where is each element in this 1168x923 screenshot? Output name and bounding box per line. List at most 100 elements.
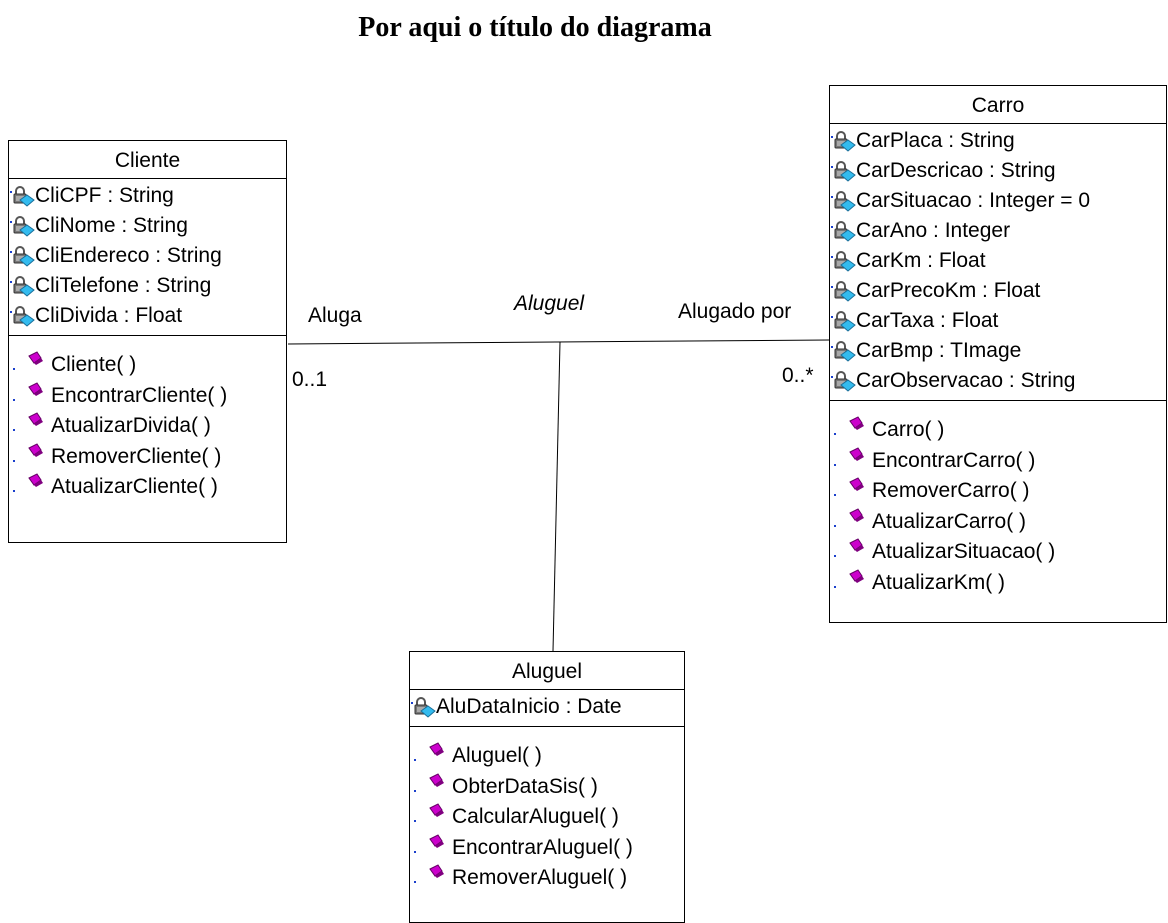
attribute-text: AluDataInicio : Date bbox=[436, 695, 622, 718]
attribute-row: CarTaxa : Float bbox=[830, 306, 1166, 336]
operations-compartment: Carro( )EncontrarCarro( )RemoverCarro( )… bbox=[830, 400, 1166, 602]
operation-row: AtualizarCliente( ) bbox=[9, 472, 286, 503]
visibility-dot bbox=[834, 555, 836, 558]
operation-diamond-icon bbox=[849, 416, 864, 431]
operation-row: Carro( ) bbox=[830, 415, 1166, 446]
attribute-text: CarAno : Integer bbox=[856, 219, 1011, 242]
attribute-text: CliEndereco : String bbox=[35, 244, 222, 267]
operation-diamond-icon bbox=[28, 473, 43, 488]
visibility-dot bbox=[834, 433, 836, 436]
operation-text: EncontrarAluguel( ) bbox=[452, 835, 633, 859]
operation-text: RemoverAluguel( ) bbox=[452, 866, 628, 889]
class-name: Carro bbox=[830, 86, 1166, 124]
operation-diamond-icon bbox=[28, 443, 43, 457]
attribute-text: CliDivida : Float bbox=[35, 304, 183, 327]
private-attribute-lock-icon bbox=[831, 191, 856, 212]
operation-text: Cliente( ) bbox=[51, 353, 137, 376]
visibility-dot bbox=[13, 490, 15, 493]
operation-row: RemoverCarro( ) bbox=[830, 476, 1166, 507]
operation-text: Aluguel( ) bbox=[452, 744, 542, 767]
operation-diamond-icon bbox=[849, 508, 864, 522]
attribute-row: CarPrecoKm : Float bbox=[830, 276, 1166, 306]
association-name-label: Aluguel bbox=[514, 292, 585, 315]
visibility-dot bbox=[414, 850, 416, 853]
attribute-row: CarObservacao : String bbox=[830, 366, 1166, 396]
class-aluguel[interactable]: Aluguel AluDataInicio : Date Aluguel( )O… bbox=[409, 651, 685, 923]
operation-diamond-icon bbox=[429, 803, 444, 818]
operation-text: RemoverCliente( ) bbox=[51, 444, 222, 468]
private-attribute-lock-icon bbox=[10, 306, 35, 327]
private-attribute-lock-icon bbox=[10, 216, 35, 237]
right-multiplicity-label: 0..* bbox=[782, 364, 814, 387]
attribute-text: CarKm : Float bbox=[856, 249, 986, 272]
private-attribute-lock-icon bbox=[831, 161, 856, 182]
operations-compartment: Cliente( )EncontrarCliente( )AtualizarDi… bbox=[9, 335, 286, 507]
operation-text: CalcularAluguel( ) bbox=[452, 805, 619, 828]
attribute-row: AluDataInicio : Date bbox=[410, 692, 684, 722]
operation-row: EncontrarAluguel( ) bbox=[410, 833, 684, 864]
right-role-label: Alugado por bbox=[678, 300, 792, 323]
private-attribute-lock-icon bbox=[10, 186, 35, 207]
attribute-row: CarDescricao : String bbox=[830, 156, 1166, 186]
visibility-dot bbox=[834, 524, 836, 527]
operation-diamond-icon bbox=[429, 864, 444, 879]
operation-text: AtualizarKm( ) bbox=[872, 570, 1006, 594]
left-role-label: Aluga bbox=[308, 304, 362, 327]
attributes-compartment: AluDataInicio : Date bbox=[410, 690, 684, 726]
attribute-row: CliCPF : String bbox=[9, 181, 286, 211]
class-name: Cliente bbox=[9, 141, 286, 179]
attribute-row: CliTelefone : String bbox=[9, 271, 286, 301]
operation-row: EncontrarCarro( ) bbox=[830, 446, 1166, 477]
left-multiplicity-label: 0..1 bbox=[292, 368, 328, 391]
operation-diamond-icon bbox=[429, 834, 444, 848]
operation-row: RemoverCliente( ) bbox=[9, 442, 286, 473]
private-attribute-lock-icon bbox=[831, 371, 856, 392]
attribute-row: CarKm : Float bbox=[830, 246, 1166, 276]
attribute-text: CarObservacao : String bbox=[856, 369, 1076, 392]
operation-text: AtualizarSituacao( ) bbox=[872, 540, 1056, 563]
attribute-text: CarPrecoKm : Float bbox=[856, 279, 1041, 302]
attribute-text: CarDescricao : String bbox=[856, 159, 1056, 182]
association-line bbox=[287, 339, 830, 345]
visibility-dot bbox=[834, 463, 836, 466]
operation-row: AtualizarSituacao( ) bbox=[830, 537, 1166, 568]
visibility-dot bbox=[13, 398, 15, 401]
private-attribute-lock-icon bbox=[411, 697, 436, 718]
private-attribute-lock-icon bbox=[831, 131, 856, 152]
operation-row: Aluguel( ) bbox=[410, 741, 684, 772]
operation-diamond-icon bbox=[429, 742, 444, 757]
association-class-link bbox=[552, 341, 561, 652]
operation-diamond-icon bbox=[849, 447, 864, 461]
private-attribute-lock-icon bbox=[831, 311, 856, 332]
attribute-row: CarSituacao : Integer = 0 bbox=[830, 186, 1166, 216]
operation-text: AtualizarCarro( ) bbox=[872, 509, 1027, 533]
operation-row: AtualizarCarro( ) bbox=[830, 507, 1166, 538]
attribute-text: CliCPF : String bbox=[35, 184, 174, 207]
operation-diamond-icon bbox=[28, 382, 43, 396]
operation-row: AtualizarDivida( ) bbox=[9, 411, 286, 442]
diagram-title: Por aqui o título do diagrama bbox=[358, 12, 712, 43]
attribute-row: CliNome : String bbox=[9, 211, 286, 241]
attribute-row: CarBmp : TImage bbox=[830, 336, 1166, 366]
operation-row: Cliente( ) bbox=[9, 350, 286, 381]
operation-diamond-icon bbox=[849, 538, 864, 553]
attribute-row: CliDivida : Float bbox=[9, 301, 286, 331]
operation-diamond-icon bbox=[28, 412, 43, 427]
attribute-text: CarBmp : TImage bbox=[856, 339, 1022, 362]
private-attribute-lock-icon bbox=[831, 221, 856, 242]
operation-diamond-icon bbox=[849, 569, 864, 583]
class-name: Aluguel bbox=[410, 652, 684, 690]
visibility-dot bbox=[13, 459, 15, 462]
visibility-dot bbox=[414, 881, 416, 884]
private-attribute-lock-icon bbox=[831, 341, 856, 362]
attribute-text: CliNome : String bbox=[35, 214, 188, 237]
visibility-dot bbox=[414, 789, 416, 792]
private-attribute-lock-icon bbox=[10, 276, 35, 297]
operation-diamond-icon bbox=[429, 773, 444, 787]
visibility-dot bbox=[13, 429, 15, 432]
